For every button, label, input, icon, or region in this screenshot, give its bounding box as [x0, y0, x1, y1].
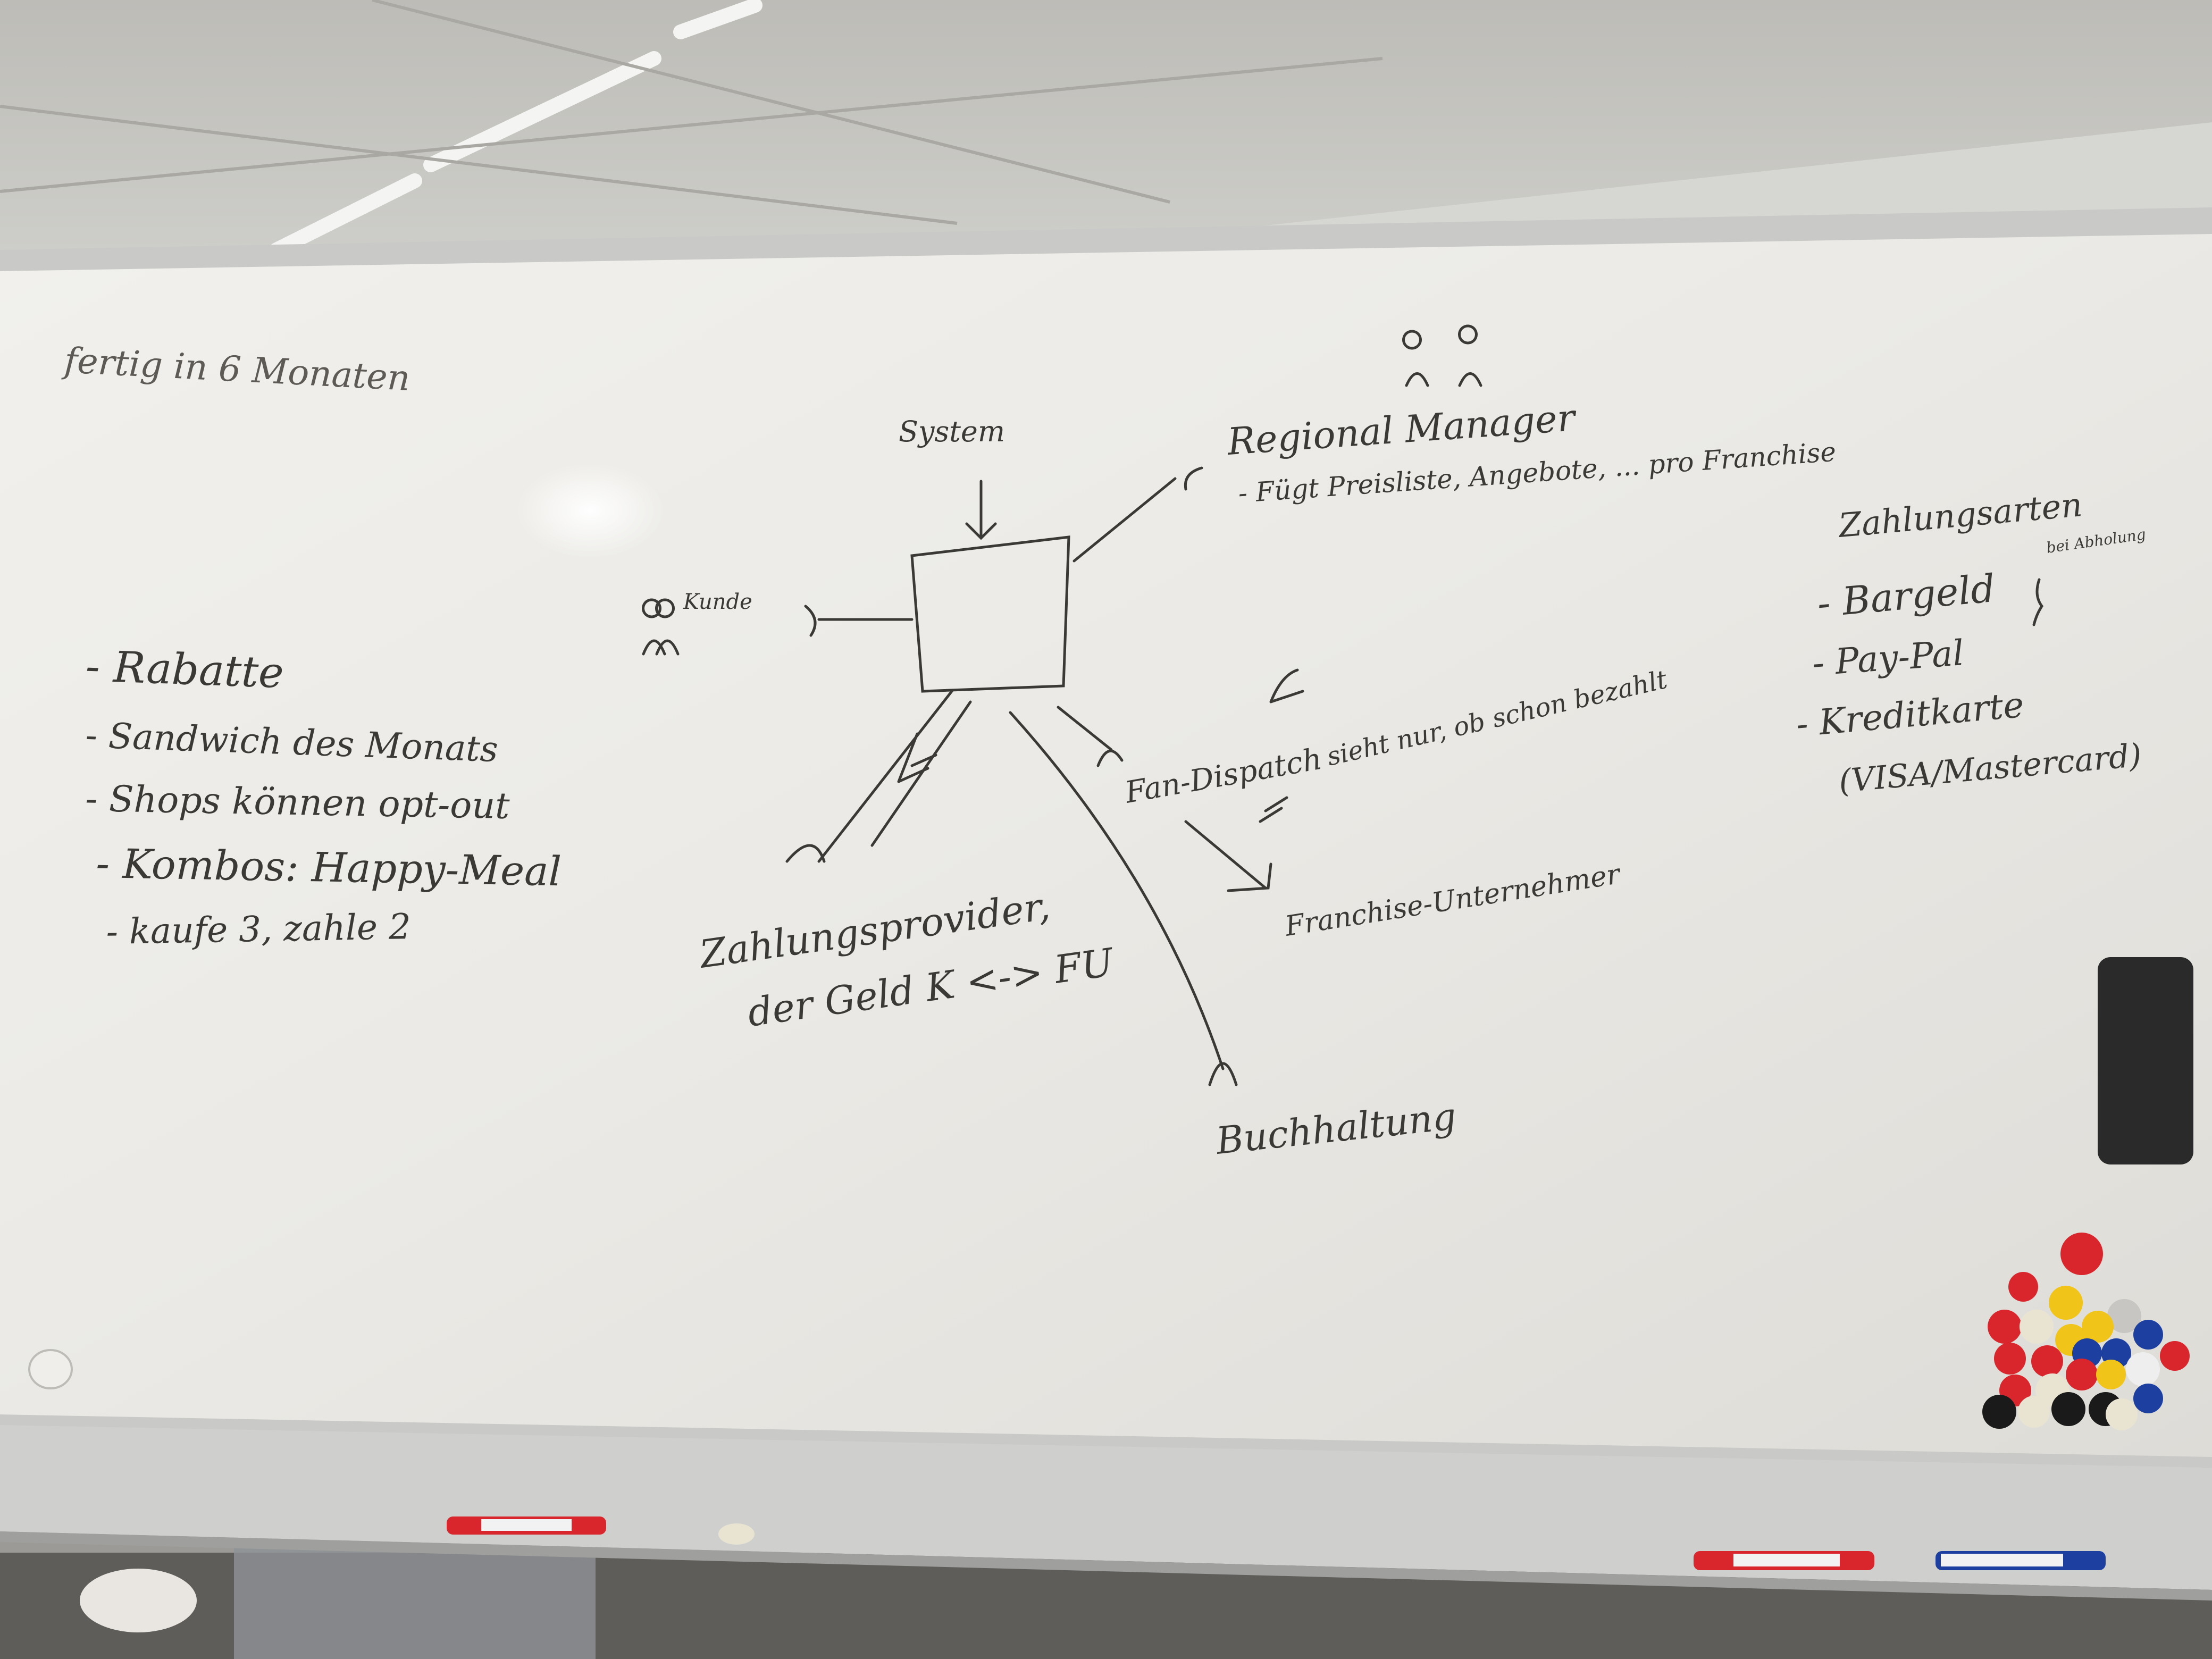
- regional-manager-line: [1073, 477, 1177, 563]
- kunde-label: Kunde: [683, 590, 752, 614]
- red-marker-right: [1694, 1551, 1874, 1570]
- red-marker-left: [447, 1516, 606, 1535]
- system-box: [910, 535, 1070, 693]
- feature-item-rabatte: - Rabatte: [85, 641, 284, 698]
- feature-item-kombos: - Kombos: Happy-Meal: [96, 840, 562, 895]
- fan-dispatch-line: [1057, 706, 1113, 751]
- system-label: System: [899, 415, 1005, 448]
- storage-box: [234, 1542, 596, 1659]
- eraser: [2098, 957, 2193, 1164]
- franchise-arrow: [1184, 820, 1272, 892]
- shoe: [80, 1569, 197, 1632]
- kunde-figures: [642, 598, 680, 656]
- blue-marker: [1936, 1551, 2106, 1570]
- magnet-cluster: [1982, 1233, 2190, 1430]
- light-glare: [516, 463, 665, 558]
- system-arrow: [965, 480, 997, 540]
- marker-tray: [0, 1425, 2212, 1590]
- regional-manager-figures: [1402, 324, 1482, 387]
- board-mount-knob: [28, 1349, 73, 1389]
- diagram-strokes: [642, 324, 2044, 1086]
- feature-item-opt-out: - Shops können opt-out: [85, 778, 510, 827]
- buchhaltung-line: [1009, 711, 1225, 1070]
- feature-item-kaufe-3: - kaufe 3, zahle 2: [106, 906, 412, 952]
- zahlungsprovider-line: [817, 690, 953, 863]
- magnet-on-tray: [718, 1523, 755, 1545]
